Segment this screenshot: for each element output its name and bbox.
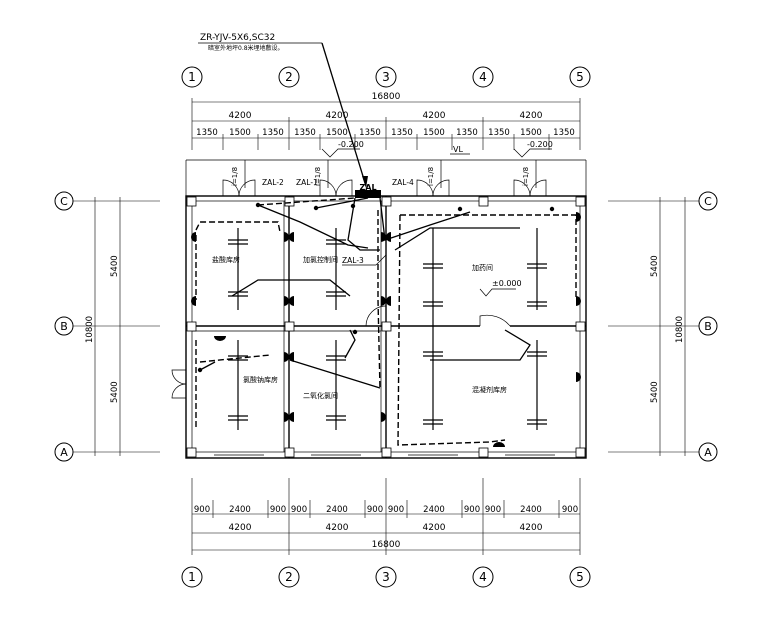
room-label: 盐酸库房 bbox=[212, 255, 240, 264]
dim-total-bottom: 16800 bbox=[372, 540, 401, 550]
svg-text:4200: 4200 bbox=[326, 111, 349, 121]
room-label: 混凝剂库房 bbox=[472, 385, 507, 394]
svg-text:900: 900 bbox=[194, 505, 210, 515]
svg-text:5: 5 bbox=[576, 570, 584, 584]
outdoor-levels: -0.200 -0.200 VL bbox=[321, 140, 553, 158]
svg-text:1350: 1350 bbox=[262, 128, 284, 138]
svg-text:4: 4 bbox=[479, 570, 487, 584]
svg-text:4200: 4200 bbox=[423, 523, 446, 533]
svg-text:4200: 4200 bbox=[229, 523, 252, 533]
svg-text:1500: 1500 bbox=[229, 128, 251, 138]
svg-text:4200: 4200 bbox=[520, 523, 543, 533]
level-outdoor: -0.200 bbox=[527, 140, 553, 149]
tag-vl: VL bbox=[453, 145, 463, 154]
svg-text:2400: 2400 bbox=[326, 505, 348, 515]
svg-text:4200: 4200 bbox=[326, 523, 349, 533]
svg-text:10800: 10800 bbox=[675, 316, 685, 343]
svg-text:1500: 1500 bbox=[520, 128, 542, 138]
axis-label: 3 bbox=[382, 70, 390, 84]
svg-text:i=1/8: i=1/8 bbox=[314, 167, 322, 186]
svg-text:ZAL-4: ZAL-4 bbox=[392, 178, 414, 187]
room-label: 加氯控制间 bbox=[303, 255, 338, 264]
axis-label: 2 bbox=[285, 70, 293, 84]
svg-text:1350: 1350 bbox=[488, 128, 510, 138]
dim-total-top: 16800 bbox=[372, 92, 401, 102]
svg-text:1350: 1350 bbox=[456, 128, 478, 138]
svg-text:C: C bbox=[704, 195, 712, 208]
svg-text:i=1/8: i=1/8 bbox=[231, 167, 239, 186]
svg-text:5400: 5400 bbox=[650, 381, 660, 403]
svg-text:5400: 5400 bbox=[110, 255, 120, 277]
svg-text:i=1/8: i=1/8 bbox=[427, 167, 435, 186]
level-outdoor: -0.200 bbox=[338, 140, 364, 149]
building-walls bbox=[171, 159, 587, 459]
axis-label: 5 bbox=[576, 70, 584, 84]
cable-note: 暗室外地坪0.8米埋地敷设。 bbox=[208, 44, 284, 52]
wall-lights bbox=[191, 202, 581, 447]
svg-text:900: 900 bbox=[485, 505, 501, 515]
svg-text:2400: 2400 bbox=[423, 505, 445, 515]
cable-annotation: ZR-YJV-5X6,SC32 暗室外地坪0.8米埋地敷设。 bbox=[198, 33, 368, 188]
svg-text:900: 900 bbox=[388, 505, 404, 515]
svg-text:ZAL-1: ZAL-1 bbox=[296, 178, 318, 187]
top-axis-markers: 1 2 3 4 5 bbox=[181, 66, 591, 88]
right-axis-markers: C B A 5400 5400 10800 bbox=[608, 191, 718, 462]
svg-text:±0.000: ±0.000 bbox=[492, 279, 522, 288]
svg-text:i=1/8: i=1/8 bbox=[522, 167, 530, 186]
light-fixtures bbox=[228, 228, 547, 430]
svg-text:1500: 1500 bbox=[423, 128, 445, 138]
svg-text:5400: 5400 bbox=[110, 381, 120, 403]
bottom-dimensions: 900 2400 900 900 2400 900 900 2400 900 9… bbox=[191, 478, 581, 555]
svg-text:1350: 1350 bbox=[196, 128, 218, 138]
svg-text:4200: 4200 bbox=[423, 111, 446, 121]
svg-text:1350: 1350 bbox=[553, 128, 575, 138]
svg-text:1350: 1350 bbox=[294, 128, 316, 138]
svg-text:1350: 1350 bbox=[391, 128, 413, 138]
room-label: 氯酸钠库房 bbox=[243, 375, 278, 384]
svg-text:900: 900 bbox=[270, 505, 286, 515]
axis-label: 1 bbox=[188, 70, 196, 84]
svg-text:900: 900 bbox=[367, 505, 383, 515]
left-axis-markers: C B A 10800 5400 5400 bbox=[54, 191, 160, 462]
svg-text:A: A bbox=[60, 446, 68, 459]
room-label: 二氧化氯间 bbox=[303, 391, 338, 400]
axis-label: 4 bbox=[479, 70, 487, 84]
distribution-panel: ZAL ZAL-2 ZAL-1 ZAL-4 ZAL-3 bbox=[262, 178, 414, 266]
top-dimensions: 16800 4200 4200 4200 4200 1350 1500 1350… bbox=[191, 92, 581, 150]
svg-text:3: 3 bbox=[382, 570, 390, 584]
svg-text:900: 900 bbox=[464, 505, 480, 515]
svg-text:10800: 10800 bbox=[85, 316, 95, 343]
svg-text:A: A bbox=[704, 446, 712, 459]
svg-text:4200: 4200 bbox=[229, 111, 252, 121]
room-label: 加药间 bbox=[472, 263, 493, 272]
svg-text:2400: 2400 bbox=[520, 505, 542, 515]
svg-text:4200: 4200 bbox=[520, 111, 543, 121]
svg-text:2: 2 bbox=[285, 570, 293, 584]
room-labels: 盐酸库房 加氯控制间 氯酸钠库房 二氧化氯间 加药间 混凝剂库房 bbox=[212, 255, 507, 400]
svg-text:C: C bbox=[60, 195, 68, 208]
svg-text:B: B bbox=[704, 320, 712, 333]
panel-label: ZAL bbox=[359, 183, 376, 192]
svg-text:5400: 5400 bbox=[650, 255, 660, 277]
svg-text:900: 900 bbox=[562, 505, 578, 515]
svg-text:900: 900 bbox=[291, 505, 307, 515]
cable-spec: ZR-YJV-5X6,SC32 bbox=[200, 33, 275, 43]
bottom-axis-markers: 1 2 3 4 5 bbox=[181, 566, 591, 588]
svg-text:1: 1 bbox=[188, 570, 196, 584]
svg-text:1350: 1350 bbox=[359, 128, 381, 138]
svg-text:2400: 2400 bbox=[229, 505, 251, 515]
svg-text:ZAL-2: ZAL-2 bbox=[262, 178, 284, 187]
svg-text:ZAL-3: ZAL-3 bbox=[342, 256, 364, 265]
indoor-level: ±0.000 bbox=[479, 279, 522, 297]
wiring bbox=[195, 197, 577, 446]
svg-text:1500: 1500 bbox=[326, 128, 348, 138]
svg-text:B: B bbox=[60, 320, 68, 333]
